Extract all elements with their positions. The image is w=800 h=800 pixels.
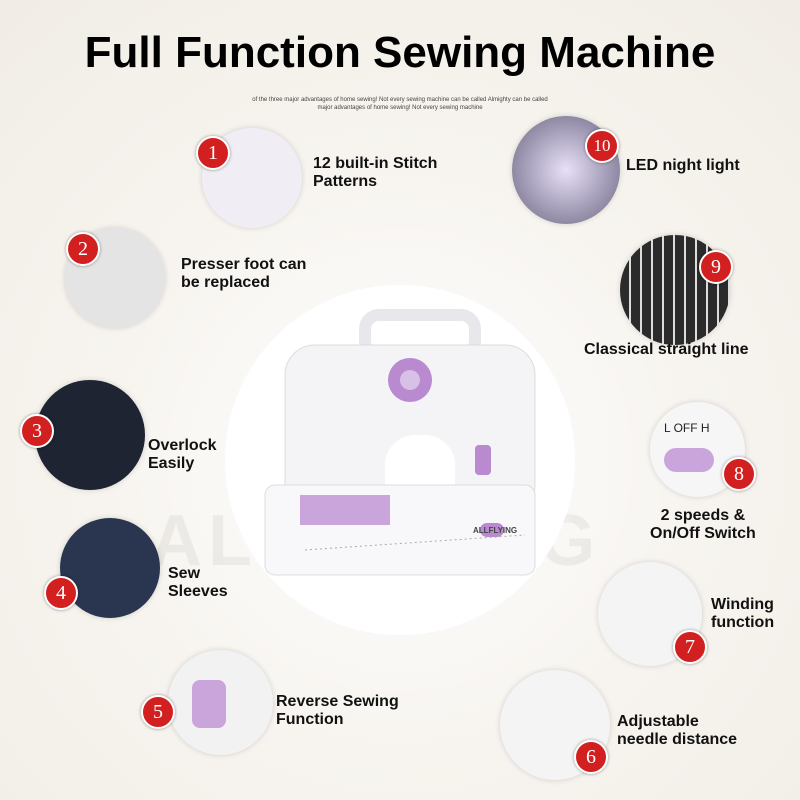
feature-label: Presser foot can be replaced (181, 256, 307, 291)
feature-badge: 3 (20, 414, 54, 448)
feature-badge: 8 (722, 457, 756, 491)
feature-label: Classical straight line (584, 341, 749, 358)
feature-label: 2 speeds & On/Off Switch (650, 507, 756, 542)
page-title: Full Function Sewing Machine (84, 28, 716, 77)
feature-badge: 4 (44, 576, 78, 610)
feature-badge: 5 (141, 695, 175, 729)
feature-label: 12 built-in Stitch Patterns (313, 155, 438, 190)
sewing-machine-image (225, 285, 575, 635)
feature-badge: 2 (66, 232, 100, 266)
subtitle: of the three major advantages of home se… (200, 96, 600, 112)
feature-badge: 9 (699, 250, 733, 284)
feature-badge: 7 (673, 630, 707, 664)
feature-badge: 6 (574, 740, 608, 774)
feature-badge: 10 (585, 129, 619, 163)
feature-label: Sew Sleeves (168, 565, 228, 600)
feature-label: Winding function (711, 596, 775, 631)
subtitle-line: of the three major advantages of home se… (252, 97, 548, 103)
feature-label: Overlock Easily (148, 437, 217, 472)
subtitle-line: major advantages of home sewing! Not eve… (317, 105, 483, 111)
switch-text: L OFF H (664, 421, 710, 435)
reverse-sewing-image (168, 650, 273, 755)
sew-sleeves-image (60, 518, 160, 618)
feature-label: LED night light (626, 157, 740, 174)
feature-label: Reverse Sewing Function (276, 693, 399, 728)
feature-label: Adjustable needle distance (617, 713, 738, 748)
feature-badge: 1 (196, 136, 230, 170)
machine-brand: ALLFLYING (473, 526, 518, 535)
